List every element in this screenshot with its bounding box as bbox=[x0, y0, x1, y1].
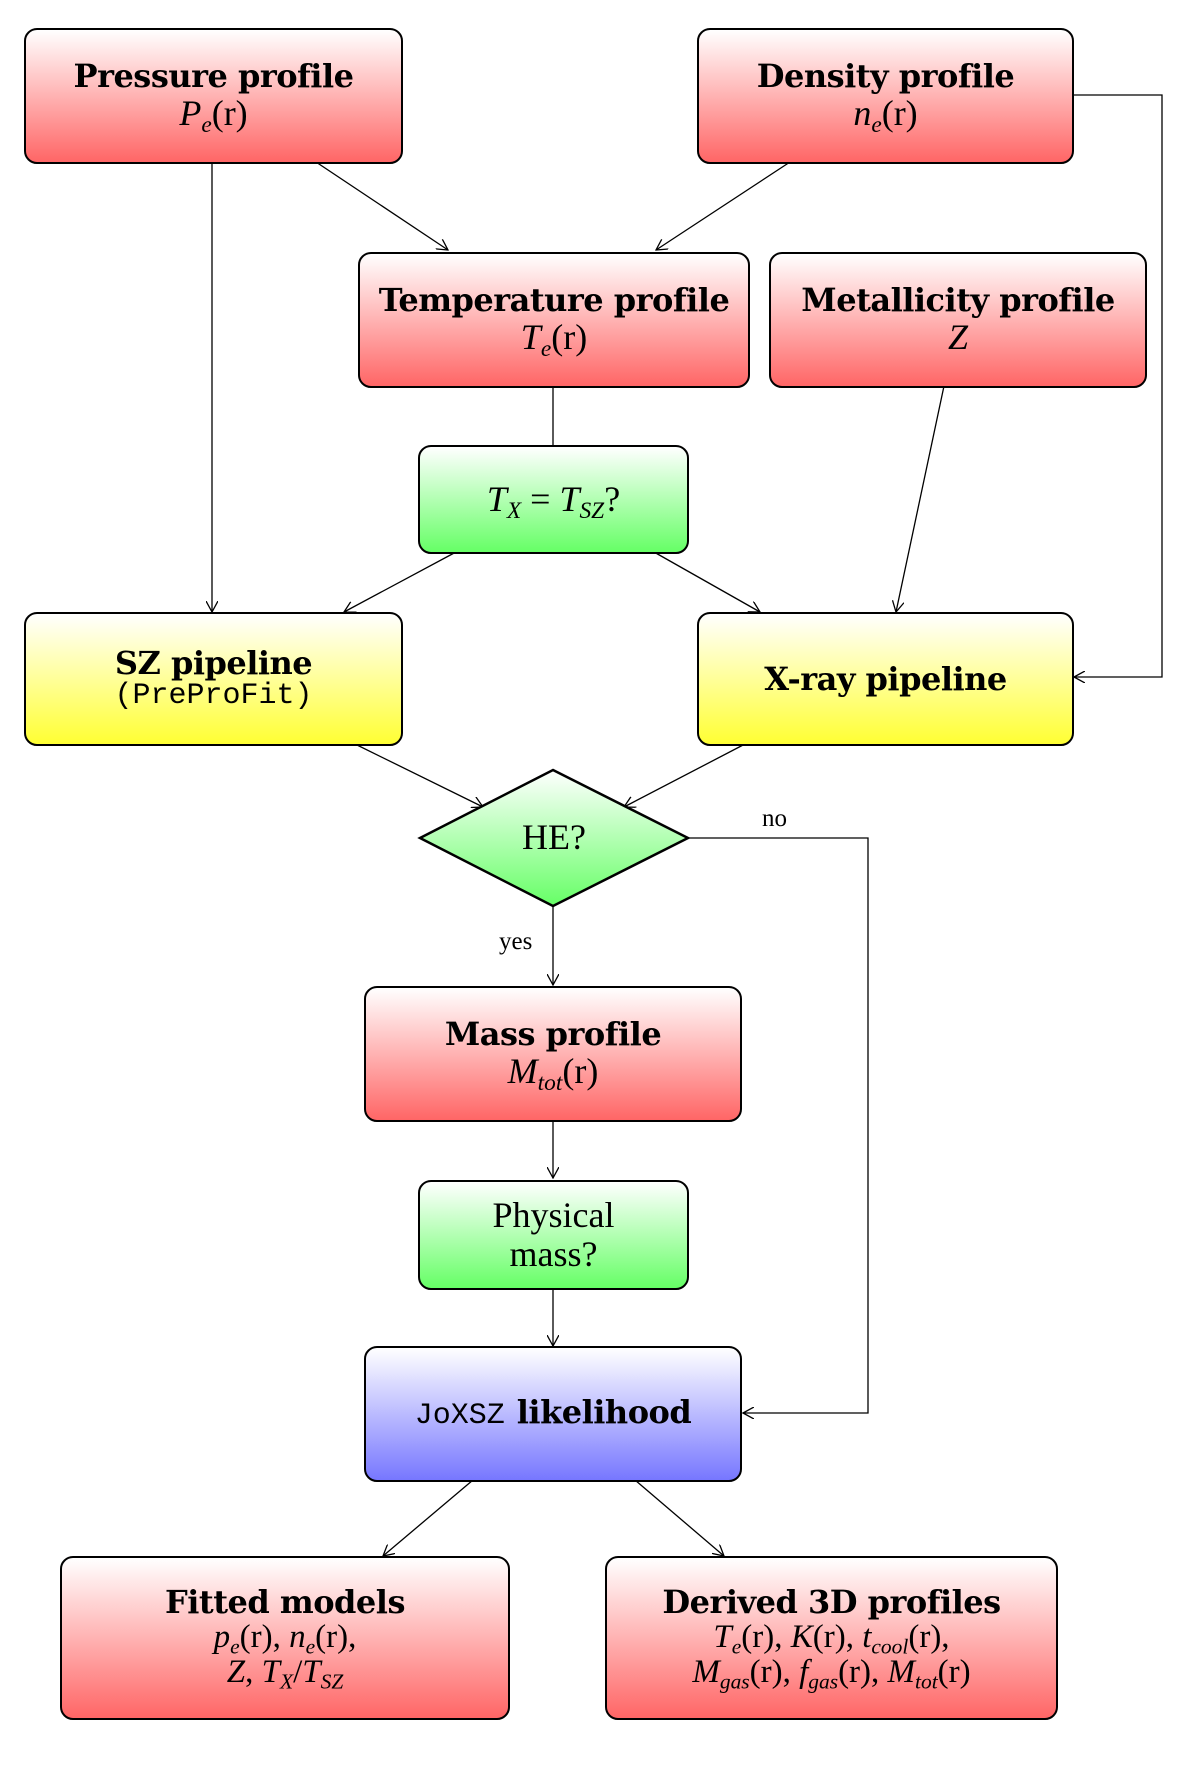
fitted-models-line2: Z, TX/TSZ bbox=[226, 1654, 344, 1694]
pressure-profile-title: Pressure profile bbox=[73, 57, 354, 96]
likelihood-label: JoXSZ likelihood bbox=[415, 1395, 692, 1432]
edge-xray-pipeline-to-he-check bbox=[624, 743, 746, 807]
fitted-models-node: Fitted models pe(r), ne(r), Z, TX/TSZ bbox=[60, 1556, 510, 1720]
metallicity-profile-node: Metallicity profile Z bbox=[769, 252, 1147, 388]
density-profile-title: Density profile bbox=[756, 57, 1015, 96]
metallicity-profile-formula: Z bbox=[947, 316, 969, 357]
temperature-profile-title: Temperature profile bbox=[378, 281, 730, 320]
derived-profiles-line2: Mgas(r), fgas(r), Mtot(r) bbox=[692, 1654, 971, 1694]
mass-profile-formula: Mtot(r) bbox=[507, 1050, 599, 1096]
xray-pipeline-node: X-ray pipeline bbox=[697, 612, 1074, 746]
sz-pipeline-code: (PreProFit) bbox=[114, 679, 313, 714]
edge-tx-tsz-to-xray-pipeline bbox=[653, 551, 760, 612]
edge-sz-pipeline-to-he-check bbox=[354, 743, 483, 807]
pressure-profile-formula: Pe(r) bbox=[179, 92, 248, 138]
mass-profile-node: Mass profile Mtot(r) bbox=[364, 986, 742, 1122]
sz-pipeline-node: SZ pipeline (PreProFit) bbox=[24, 612, 403, 746]
temperature-profile-node: Temperature profile Te(r) bbox=[358, 252, 750, 388]
he-check-diamond bbox=[417, 768, 691, 908]
edge-metallicity-to-xray-pipeline bbox=[896, 385, 945, 612]
derived-profiles-line1: Te(r), K(r), tcool(r), bbox=[713, 1618, 950, 1659]
sz-pipeline-title: SZ pipeline bbox=[114, 643, 313, 682]
likelihood-title: likelihood bbox=[516, 1393, 692, 1432]
edge-label-no: no bbox=[762, 805, 787, 832]
edge-he-check-no-to-likelihood bbox=[688, 837, 869, 1413]
tx-tsz-formula: TX = TSZ? bbox=[486, 479, 621, 525]
physical-mass-line1: Physical bbox=[492, 1195, 615, 1236]
mass-profile-title: Mass profile bbox=[444, 1015, 662, 1054]
edge-label-yes: yes bbox=[499, 928, 533, 955]
tx-tsz-check-node: TX = TSZ? bbox=[418, 445, 689, 554]
metallicity-profile-title: Metallicity profile bbox=[801, 281, 1115, 320]
xray-pipeline-title: X-ray pipeline bbox=[764, 659, 1007, 698]
density-profile-node: Density profile ne(r) bbox=[697, 28, 1074, 164]
joxsz-likelihood-node: JoXSZ likelihood bbox=[364, 1346, 742, 1482]
pressure-profile-node: Pressure profile Pe(r) bbox=[24, 28, 403, 164]
derived-profiles-title: Derived 3D profiles bbox=[662, 1583, 1001, 1622]
edge-likelihood-to-derived-profiles bbox=[634, 1479, 724, 1556]
physical-mass-line2: mass? bbox=[509, 1234, 598, 1274]
temperature-profile-formula: Te(r) bbox=[520, 316, 588, 362]
likelihood-code: JoXSZ bbox=[414, 1399, 505, 1434]
edge-pressure-to-temperature bbox=[315, 161, 448, 250]
fitted-models-line1: pe(r), ne(r), bbox=[213, 1618, 357, 1659]
physical-mass-check-node: Physical mass? bbox=[418, 1180, 689, 1290]
derived-3d-profiles-node: Derived 3D profiles Te(r), K(r), tcool(r… bbox=[605, 1556, 1058, 1720]
edge-tx-tsz-to-sz-pipeline bbox=[344, 551, 457, 612]
edge-likelihood-to-fitted-models bbox=[383, 1479, 474, 1556]
fitted-models-title: Fitted models bbox=[165, 1583, 405, 1622]
edge-density-to-xray-pipeline bbox=[1072, 94, 1163, 677]
he-check-label: HE? bbox=[522, 817, 586, 857]
edge-density-to-temperature bbox=[656, 161, 791, 250]
density-profile-formula: ne(r) bbox=[853, 92, 918, 138]
